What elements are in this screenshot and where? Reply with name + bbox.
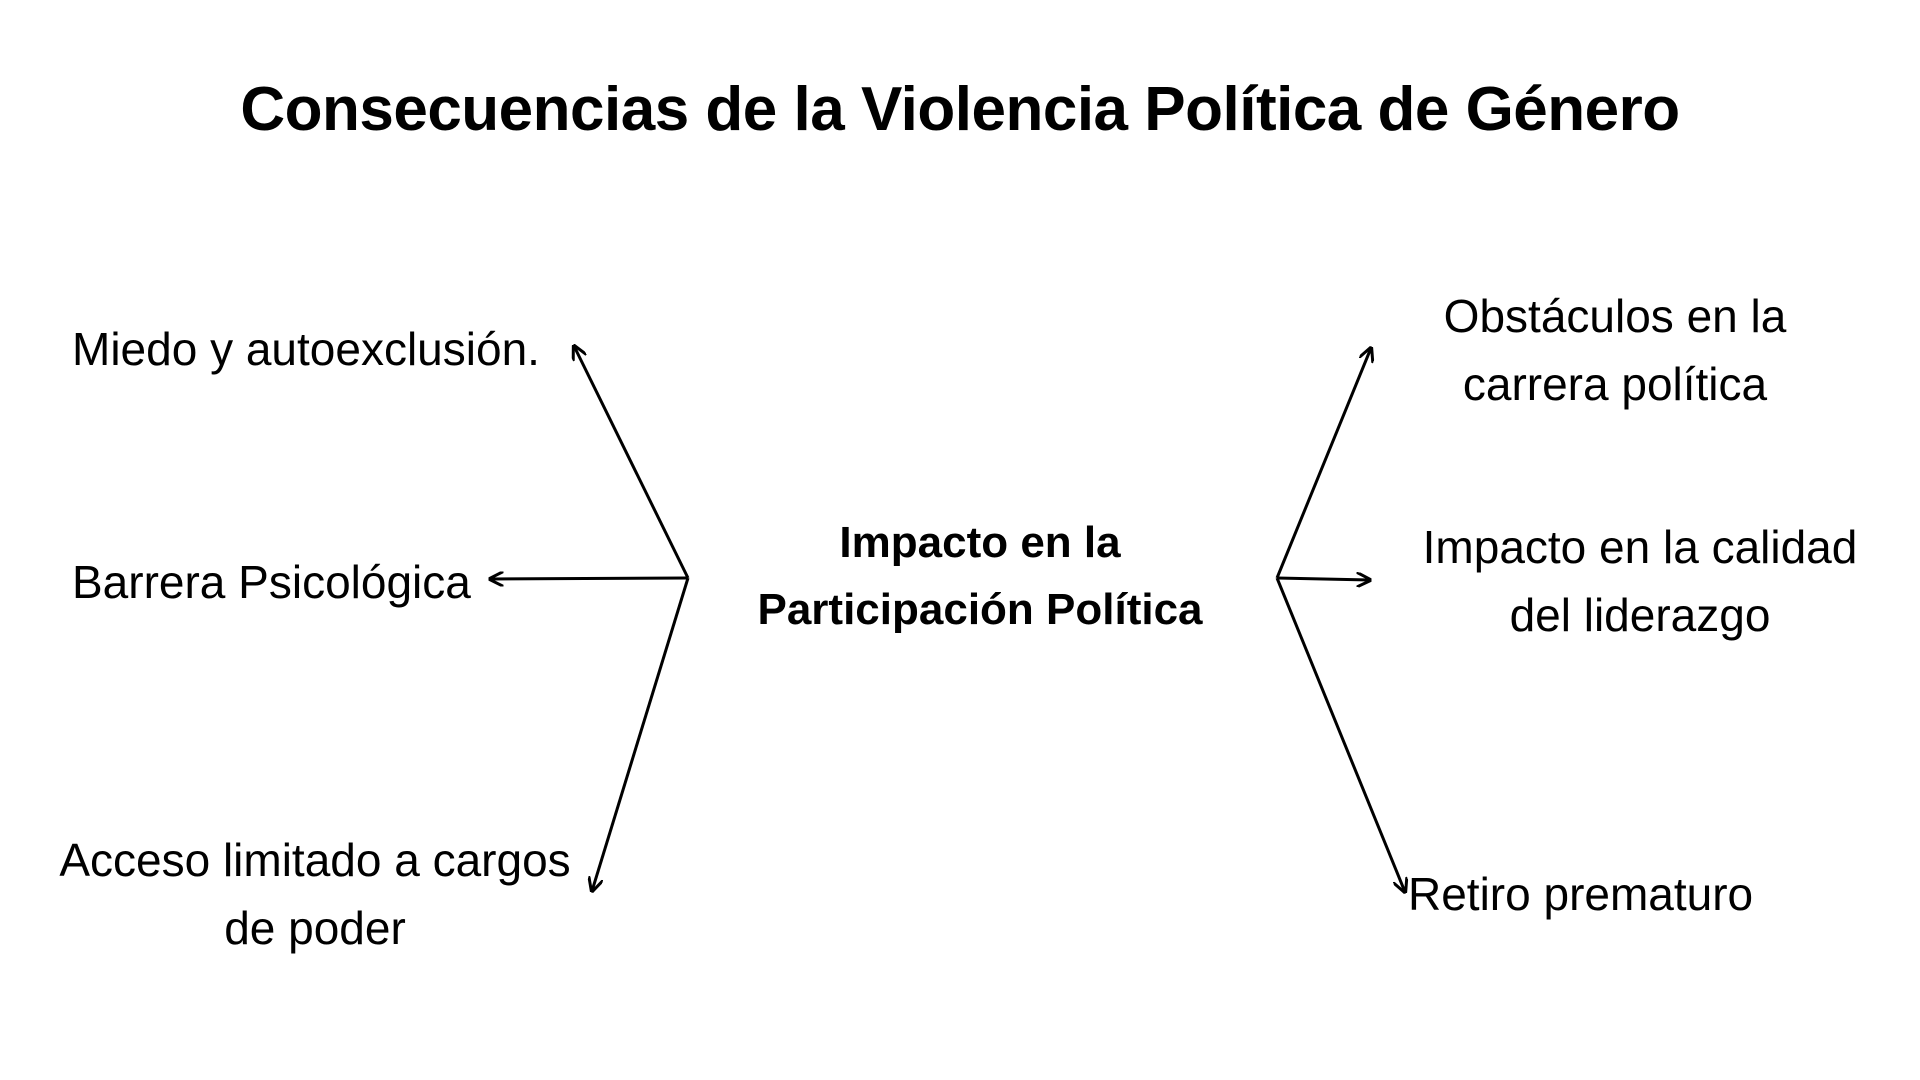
arrow-to-obstaculos (1275, 348, 1371, 579)
central-node-line1: Impacto en la (839, 518, 1121, 567)
node-calidad-line1: Impacto en la calidad (1422, 521, 1858, 573)
node-calidad: Impacto en la calidad del liderazgo (1380, 513, 1900, 649)
node-obstaculos-line2: carrera política (1462, 358, 1768, 410)
node-barrera: Barrera Psicológica (72, 548, 471, 616)
node-miedo: Miedo y autoexclusión. (72, 315, 540, 383)
node-acceso: Acceso limitado a cargos de poder (20, 826, 610, 962)
arrow-to-miedo (574, 346, 690, 579)
arrow-to-retiro (1275, 577, 1405, 892)
diagram-title: Consecuencias de la Violencia Política d… (240, 75, 1680, 144)
node-retiro-text: Retiro prematuro (1408, 868, 1754, 920)
node-acceso-line1: Acceso limitado a cargos (59, 834, 571, 886)
node-obstaculos: Obstáculos en la carrera política (1380, 282, 1850, 418)
node-obstaculos-line1: Obstáculos en la (1443, 290, 1787, 342)
arrow-to-barrera (490, 578, 689, 579)
node-acceso-line2: de poder (224, 902, 406, 954)
arrow-to-calidad (1276, 578, 1370, 580)
node-barrera-text: Barrera Psicológica (72, 556, 471, 608)
node-miedo-text: Miedo y autoexclusión. (72, 323, 540, 375)
node-calidad-line2: del liderazgo (1509, 589, 1771, 641)
arrow-to-acceso (592, 577, 690, 891)
central-node-line2: Participación Política (757, 585, 1203, 634)
node-retiro: Retiro prematuro (1408, 860, 1753, 928)
central-node: Impacto en la Participación Política (680, 509, 1280, 643)
